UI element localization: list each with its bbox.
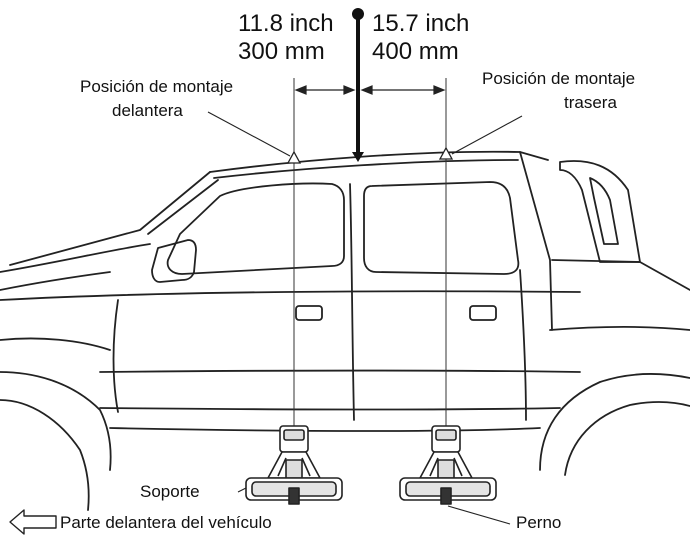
vehicle-spare-tire-inner xyxy=(589,177,619,245)
rear-mount-label-line1: Posición de montaje xyxy=(482,69,636,88)
vehicle-rear-pillar xyxy=(519,151,553,331)
front-mm-label: 300 mm xyxy=(238,38,325,65)
vehicle-front-door-seam xyxy=(112,299,119,413)
rear-mount-marker-icon xyxy=(438,146,454,160)
rear-inch-label: 15.7 inch xyxy=(372,10,470,37)
filled-circle-icon xyxy=(352,8,364,20)
vehicle-rear-wheel xyxy=(564,401,690,476)
front-mount-marker-icon xyxy=(286,150,302,164)
front-mount-label-line2: delantera xyxy=(112,101,183,120)
vehicle-rear-door-handle xyxy=(469,305,497,321)
vehicle-front-wheel-arch xyxy=(0,371,112,471)
vehicle-hood xyxy=(0,243,151,273)
vehicle-spare-tire xyxy=(559,160,641,263)
vehicle-a-pillar xyxy=(9,171,211,266)
vehicle-front-wheel xyxy=(0,399,90,511)
front-dimension-arrow-right xyxy=(343,85,356,95)
bolt-label: Perno xyxy=(516,513,562,532)
vehicle-tail-light xyxy=(551,259,690,291)
rear-mount-label-line2: trasera xyxy=(564,93,617,112)
vehicle-side-mirror xyxy=(151,239,197,283)
vehicle-front-label: Parte delantera del vehículo xyxy=(60,513,272,532)
rear-mount-leader xyxy=(451,115,523,155)
rear-bracket xyxy=(399,425,497,505)
vehicle-roof-inner xyxy=(213,159,519,179)
bracket-label: Soporte xyxy=(140,482,200,501)
front-bracket xyxy=(245,425,343,505)
rear-dimension-arrow-left xyxy=(360,85,373,95)
front-mount-leader xyxy=(207,111,291,157)
vehicle-body-crease xyxy=(99,369,581,373)
vehicle-front-fender xyxy=(0,337,111,351)
vehicle-a-pillar-inner xyxy=(147,179,219,235)
bolt-leader xyxy=(447,505,511,525)
vehicle-rocker-top xyxy=(99,407,561,411)
vehicle-front-door-handle xyxy=(295,305,323,321)
vehicle-belt-line xyxy=(0,290,581,301)
vehicle-rear-window xyxy=(363,181,520,275)
vehicle-front-window xyxy=(166,182,345,275)
front-inch-label: 11.8 inch xyxy=(238,10,334,37)
front-mount-label-line1: Posición de montaje xyxy=(80,77,234,96)
vehicle-rear-bumper xyxy=(549,326,690,331)
vehicle-roof xyxy=(209,150,549,173)
rear-mm-label: 400 mm xyxy=(372,38,459,65)
vehicle-rear-wheel-arch xyxy=(539,373,690,471)
vehicle-hood-edge xyxy=(0,271,111,291)
rear-dimension-arrow-right xyxy=(433,85,446,95)
reference-pointer-icon xyxy=(352,152,364,162)
front-dimension-arrow-left xyxy=(294,85,307,95)
vehicle-rear-door-seam xyxy=(519,269,527,421)
vehicle-center-door-seam xyxy=(349,183,355,421)
arrow-left-icon xyxy=(9,509,57,535)
vehicle-rocker-bottom xyxy=(109,427,541,432)
